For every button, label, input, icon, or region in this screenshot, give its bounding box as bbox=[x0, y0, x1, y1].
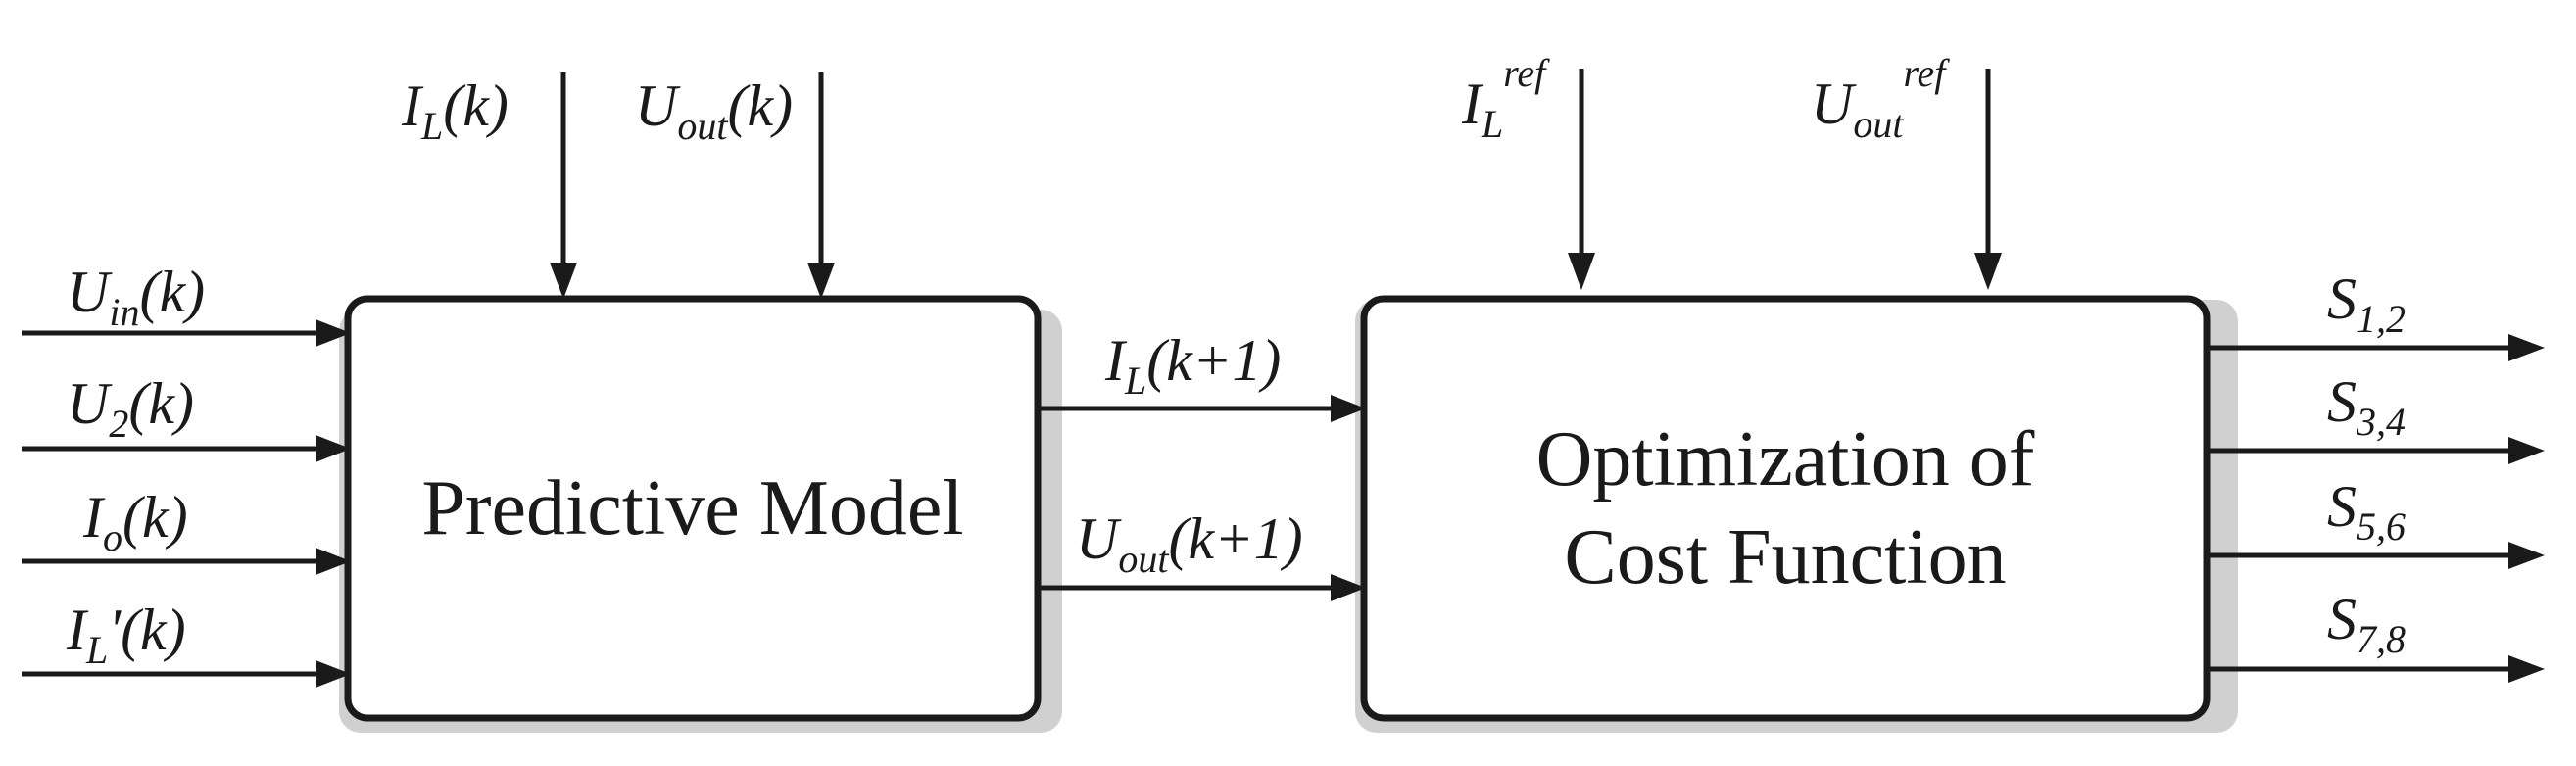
switch-output-s78: S7,8 bbox=[2207, 587, 2545, 683]
top-input-il-ref: ILref bbox=[1461, 51, 1595, 290]
prediction-il-arrowhead bbox=[1331, 395, 1366, 422]
optimization-block: Optimization of Cost Function bbox=[1355, 295, 2238, 733]
top-input-uout: Uout(k) bbox=[635, 72, 835, 299]
switch-output-s56-arrowhead bbox=[2508, 542, 2545, 569]
switch-output-s78-label: S7,8 bbox=[2327, 587, 2406, 661]
prediction-il-label: IL(k+1) bbox=[1104, 328, 1281, 403]
left-input-u2-label: U2(k) bbox=[67, 371, 194, 446]
top-input-il: IL(k) bbox=[401, 72, 577, 299]
top-input-uout-ref-arrowhead bbox=[1974, 253, 2002, 290]
prediction-uout-arrowhead bbox=[1331, 574, 1366, 601]
optimization-title-line1: Optimization of bbox=[1536, 416, 2035, 503]
top-input-il-ref-label: ILref bbox=[1461, 51, 1550, 146]
switch-output-s12-label: S1,2 bbox=[2327, 266, 2406, 341]
left-input-io: Io(k) bbox=[22, 485, 351, 575]
switch-output-s56: S5,6 bbox=[2207, 474, 2545, 569]
top-input-uout-arrowhead bbox=[807, 263, 835, 299]
switch-output-s12: S1,2 bbox=[2207, 266, 2545, 361]
left-input-il-prime-label: IL'(k) bbox=[66, 598, 186, 672]
prediction-uout-label: Uout(k+1) bbox=[1076, 506, 1303, 581]
top-input-il-ref-arrowhead bbox=[1568, 253, 1595, 290]
switch-output-s34-arrowhead bbox=[2508, 437, 2545, 464]
left-input-il-prime-arrowhead bbox=[316, 660, 351, 688]
optimization-title-line2: Cost Function bbox=[1564, 514, 2006, 600]
predictive-model-title: Predictive Model bbox=[421, 465, 963, 551]
switch-output-s34: S3,4 bbox=[2207, 369, 2545, 464]
prediction-uout: Uout(k+1) bbox=[1038, 506, 1366, 601]
left-input-uin-label: Uin(k) bbox=[67, 260, 205, 334]
switch-output-s78-arrowhead bbox=[2508, 655, 2545, 683]
switch-output-s12-arrowhead bbox=[2508, 334, 2545, 361]
left-input-u2: U2(k) bbox=[22, 371, 351, 462]
top-input-uout-ref: Uoutref bbox=[1811, 51, 2002, 290]
left-input-io-arrowhead bbox=[316, 548, 351, 575]
optimization-box bbox=[1360, 295, 2211, 722]
left-input-uin-arrowhead bbox=[316, 319, 351, 347]
top-input-il-label: IL(k) bbox=[401, 73, 509, 148]
left-input-u2-arrowhead bbox=[316, 435, 351, 462]
predictive-model-block: Predictive Model bbox=[339, 295, 1062, 733]
top-input-il-arrowhead bbox=[550, 263, 577, 299]
prediction-il: IL(k+1) bbox=[1038, 328, 1366, 422]
switch-output-s34-label: S3,4 bbox=[2327, 369, 2406, 444]
left-input-uin: Uin(k) bbox=[22, 260, 351, 347]
left-input-io-label: Io(k) bbox=[82, 485, 188, 559]
left-input-il-prime: IL'(k) bbox=[22, 598, 351, 688]
switch-output-s56-label: S5,6 bbox=[2327, 474, 2406, 549]
top-input-uout-ref-label: Uoutref bbox=[1811, 51, 1950, 146]
predictive-model-box bbox=[344, 295, 1042, 722]
top-input-uout-label: Uout(k) bbox=[635, 73, 793, 148]
